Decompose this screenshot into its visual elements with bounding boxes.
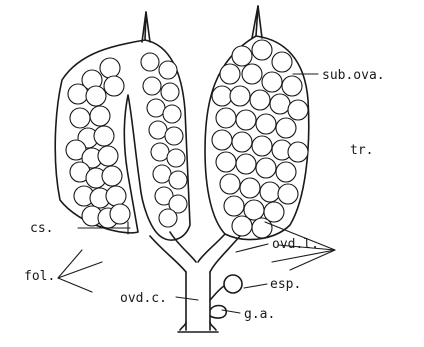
- egg-chamber: [224, 196, 244, 216]
- egg-chamber: [276, 118, 296, 138]
- egg-chamber: [216, 108, 236, 128]
- egg-chamber: [212, 130, 232, 150]
- label-fol: fol.: [24, 269, 55, 284]
- egg-chamber: [250, 90, 270, 110]
- egg-chamber: [272, 52, 292, 72]
- egg-chamber: [70, 108, 90, 128]
- egg-chamber: [167, 149, 185, 167]
- left-lateral-oviduct: [150, 236, 186, 272]
- egg-chamber: [262, 72, 282, 92]
- egg-chamber: [161, 83, 179, 101]
- label-cs: cs.: [30, 221, 53, 236]
- egg-chamber: [232, 132, 252, 152]
- egg-chamber: [147, 99, 165, 117]
- egg-chamber: [90, 106, 110, 126]
- egg-chamber: [236, 110, 256, 130]
- egg-chamber: [288, 100, 308, 120]
- egg-chamber: [232, 216, 252, 236]
- egg-chamber: [252, 40, 272, 60]
- right-egg-chambers: [212, 40, 308, 238]
- egg-chamber: [270, 94, 290, 114]
- egg-chamber: [242, 64, 262, 84]
- egg-chamber: [141, 53, 159, 71]
- label-ovd-l: ovd.l.: [272, 237, 319, 252]
- egg-chamber: [143, 77, 161, 95]
- left-ovary: [55, 12, 190, 240]
- egg-chamber: [153, 165, 171, 183]
- egg-chamber: [252, 218, 272, 238]
- common-oviduct: [186, 272, 210, 330]
- egg-chamber: [212, 86, 232, 106]
- oviducts: [150, 232, 240, 332]
- egg-chamber: [100, 58, 120, 78]
- egg-chamber: [256, 158, 276, 178]
- egg-chamber: [232, 46, 252, 66]
- egg-chamber: [216, 152, 236, 172]
- egg-chamber: [240, 178, 260, 198]
- egg-chamber: [102, 166, 122, 186]
- label-tr: tr.: [350, 143, 373, 158]
- egg-chamber: [68, 84, 88, 104]
- accessory-gland: [210, 306, 226, 319]
- label-ovd-c: ovd.c.: [120, 291, 167, 306]
- egg-chamber: [149, 121, 167, 139]
- egg-chamber: [288, 142, 308, 162]
- egg-chamber: [169, 171, 187, 189]
- egg-chamber: [163, 105, 181, 123]
- label-sub-ova: sub.ova.: [322, 68, 385, 83]
- egg-chamber: [220, 174, 240, 194]
- egg-chamber: [104, 76, 124, 96]
- left-egg-chambers: [66, 53, 187, 228]
- spermatheca: [210, 275, 242, 300]
- label-esp: esp.: [270, 277, 301, 292]
- egg-chamber: [278, 184, 298, 204]
- egg-chamber: [98, 146, 118, 166]
- egg-chamber: [252, 136, 272, 156]
- egg-chamber: [260, 182, 280, 202]
- label-g-a: g.a.: [244, 307, 275, 322]
- egg-chamber: [220, 64, 240, 84]
- egg-chamber: [236, 154, 256, 174]
- egg-chamber: [86, 86, 106, 106]
- egg-chamber: [282, 76, 302, 96]
- right-lateral-oviduct: [210, 236, 240, 272]
- right-ovary: [205, 6, 309, 240]
- egg-chamber: [276, 162, 296, 182]
- egg-chamber: [159, 61, 177, 79]
- egg-chamber: [94, 126, 114, 146]
- egg-chamber: [230, 86, 250, 106]
- egg-chamber: [106, 186, 126, 206]
- egg-chamber: [151, 143, 169, 161]
- egg-chamber: [165, 127, 183, 145]
- egg-chamber: [159, 209, 177, 227]
- egg-chamber: [256, 114, 276, 134]
- egg-chamber: [110, 204, 130, 224]
